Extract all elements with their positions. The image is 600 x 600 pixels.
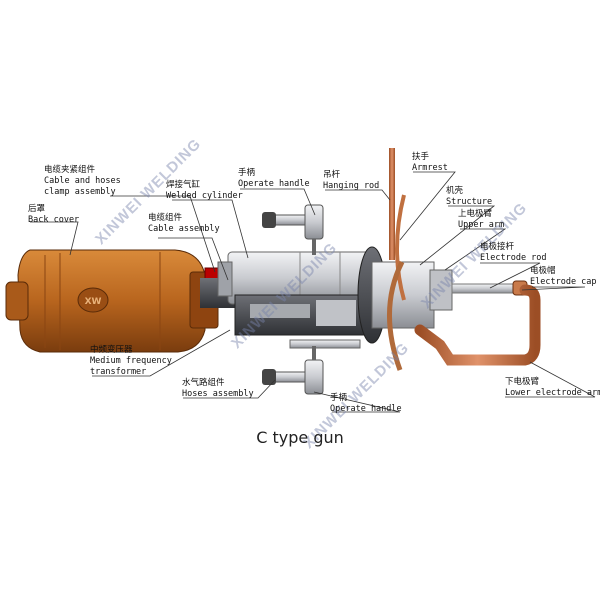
label-upper-arm: 上电极臂 Upper arm [458, 209, 505, 230]
label-operate-handle-bottom: 手柄 Operate handle [330, 393, 402, 414]
mechanism-block [234, 294, 376, 349]
label-hanging-rod: 吊杆 Hanging rod [323, 170, 380, 191]
label-cable-clamp: 电缆夹紧组件 Cable and hoses clamp assembly [44, 165, 121, 197]
label-welded-cylinder: 焊接气缸 Welded cylinder [166, 180, 243, 201]
label-hoses-assembly: 水气路组件 Hoses assembly [182, 378, 254, 399]
lower-electrode-arm [414, 284, 541, 366]
label-lower-electrode-arm: 下电极臂 Lower electrode arm [505, 377, 600, 398]
label-electrode-rod: 电极接杆 Electrode rod [480, 242, 547, 263]
armrest [387, 260, 405, 371]
label-operate-handle-top: 手柄 Operate handle [238, 168, 310, 189]
svg-text:XW: XW [85, 297, 102, 307]
leader-lines [30, 171, 596, 413]
label-structure: 机壳 Structure [446, 186, 493, 207]
label-mf-transformer: 中频变压器 Medium frequency transformer [90, 345, 172, 377]
caption: C type gun [256, 428, 344, 447]
hanging-rod [389, 148, 406, 301]
label-electrode-cap: 电极帽 Electrode cap [530, 266, 597, 287]
label-back-cover: 后罩 Back cover [28, 204, 80, 225]
electrode-rod [451, 280, 528, 296]
top-handle [262, 204, 324, 255]
label-armrest: 扶手 Armrest [412, 152, 448, 173]
transformer-body: XW [5, 249, 219, 353]
bottom-handle [262, 346, 324, 395]
label-cable-assembly: 电缆组件 Cable assembly [148, 213, 220, 234]
structure-housing [357, 246, 453, 344]
